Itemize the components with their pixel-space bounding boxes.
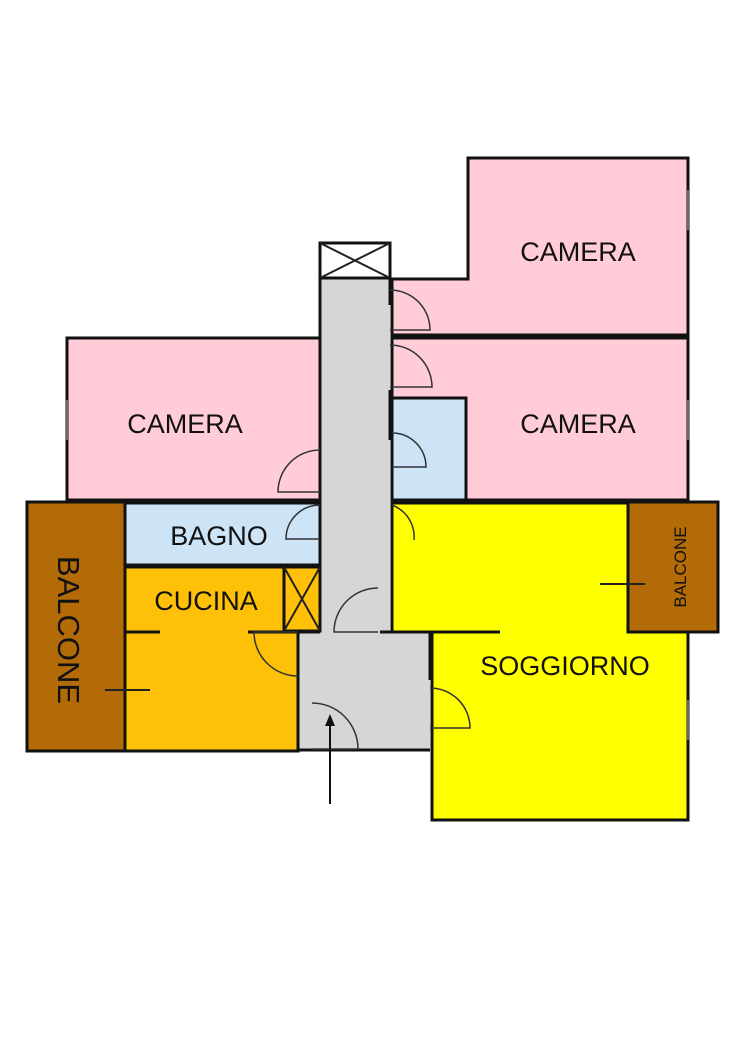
label-balcone-left: BALCONE	[51, 556, 86, 704]
room-balcone-left	[25, 500, 127, 753]
entrance-arrow-icon	[325, 714, 335, 804]
elevator-shaft	[318, 241, 392, 280]
label-camera-mid-right: CAMERA	[520, 409, 636, 439]
room-bagno	[123, 501, 322, 567]
label-cucina: CUCINA	[154, 586, 258, 616]
label-camera-top-right: CAMERA	[520, 237, 636, 267]
room-camera-left	[65, 336, 322, 502]
door-swings	[253, 289, 471, 750]
room-small-bath	[390, 396, 468, 502]
balcony-door-marks	[105, 583, 645, 691]
label-balcone-right: BALCONE	[671, 526, 690, 607]
room-camera-top-right	[390, 156, 690, 337]
label-camera-left: CAMERA	[127, 409, 243, 439]
room-balcone-right	[626, 500, 720, 634]
label-bagno: BAGNO	[170, 521, 268, 551]
label-soggiorno: SOGGIORNO	[480, 651, 650, 681]
window-marks	[66, 190, 689, 740]
corridor	[298, 278, 430, 750]
